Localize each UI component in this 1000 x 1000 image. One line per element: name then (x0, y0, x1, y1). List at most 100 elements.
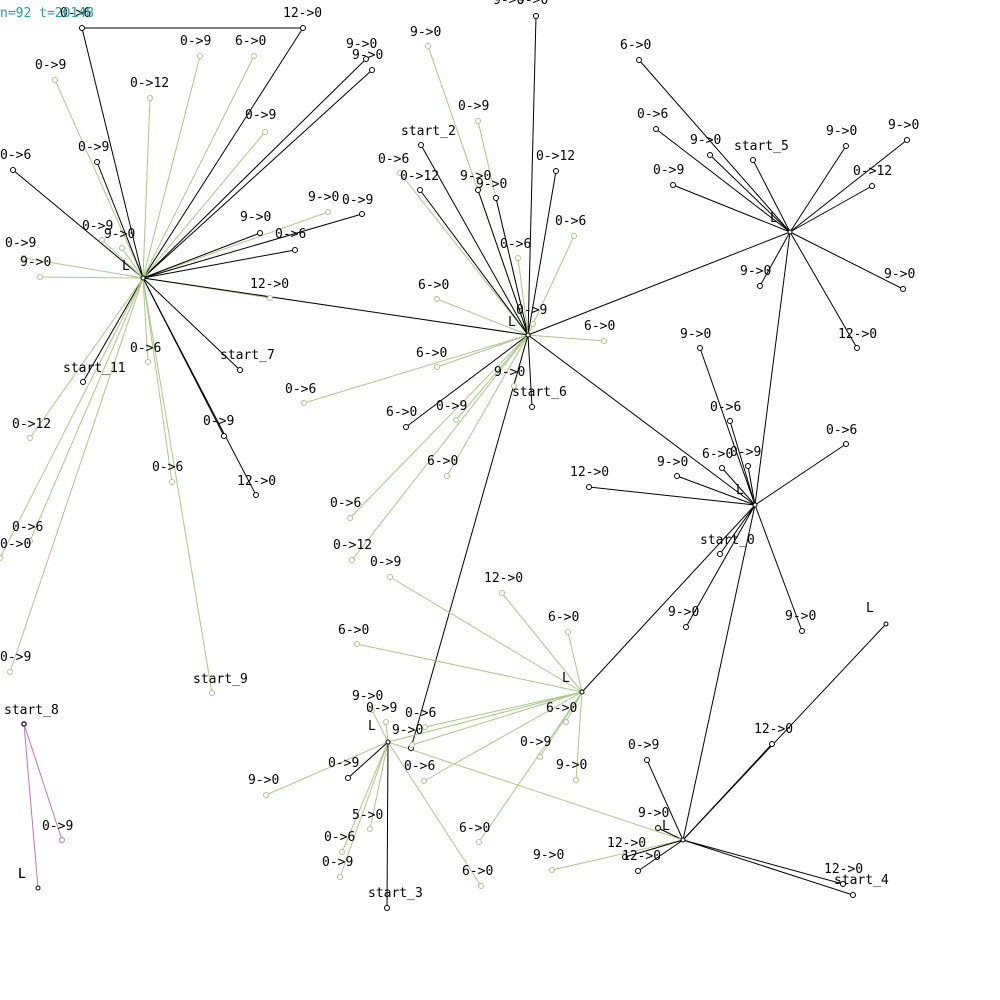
hub-node-H4[interactable] (752, 502, 758, 508)
node-e5[interactable] (622, 854, 628, 860)
node-d7[interactable] (563, 719, 569, 725)
node-d2[interactable] (499, 590, 505, 596)
node-d11[interactable] (409, 742, 415, 748)
hub-node-H3[interactable] (787, 229, 793, 235)
node-a25[interactable] (253, 492, 259, 498)
node-c7[interactable] (670, 182, 676, 188)
node-c12[interactable] (697, 345, 703, 351)
node-a18[interactable] (257, 230, 263, 236)
node-b10[interactable] (571, 233, 577, 239)
node-a22[interactable] (145, 359, 151, 365)
hub-node-H9[interactable] (35, 885, 41, 891)
node-b4[interactable] (418, 142, 424, 148)
node-c8[interactable] (869, 183, 875, 189)
node-c5[interactable] (843, 143, 849, 149)
node-e2[interactable] (644, 757, 650, 763)
node-a30[interactable] (27, 435, 33, 441)
node-a16[interactable] (325, 209, 331, 215)
node-b2[interactable] (425, 43, 431, 49)
node-a24[interactable] (221, 433, 227, 439)
node-e1[interactable] (655, 825, 661, 831)
node-c16[interactable] (745, 463, 751, 469)
node-a23[interactable] (237, 367, 243, 373)
hub-node-H5[interactable] (579, 689, 585, 695)
hub-node-H6[interactable] (385, 739, 391, 745)
node-c21[interactable] (683, 624, 689, 630)
node-a17[interactable] (359, 211, 365, 217)
node-a14[interactable] (37, 274, 43, 280)
node-b23[interactable] (349, 557, 355, 563)
node-e6[interactable] (635, 868, 641, 874)
node-d9[interactable] (537, 754, 543, 760)
node-b22[interactable] (347, 515, 353, 521)
node-c10[interactable] (900, 286, 906, 292)
node-c19[interactable] (717, 551, 723, 557)
node-c14[interactable] (843, 441, 849, 447)
node-b12[interactable] (601, 338, 607, 344)
node-a2[interactable] (300, 25, 306, 31)
node-a10[interactable] (10, 167, 16, 173)
node-b15[interactable] (434, 364, 440, 370)
node-c13[interactable] (727, 418, 733, 424)
node-b19[interactable] (403, 424, 409, 430)
node-d12[interactable] (345, 775, 351, 781)
node-b21[interactable] (444, 473, 450, 479)
node-a12[interactable] (119, 245, 125, 251)
node-a33[interactable] (59, 837, 65, 843)
node-a9[interactable] (94, 159, 100, 165)
node-c2[interactable] (653, 126, 659, 132)
node-d5[interactable] (383, 719, 389, 725)
node-d17[interactable] (337, 874, 343, 880)
node-c6[interactable] (904, 137, 910, 143)
node-c18[interactable] (586, 484, 592, 490)
node-d16[interactable] (476, 839, 482, 845)
hub-node-H7[interactable] (680, 837, 686, 843)
node-c3[interactable] (707, 152, 713, 158)
node-a7[interactable] (363, 56, 369, 62)
node-c11[interactable] (854, 345, 860, 351)
node-a3[interactable] (197, 53, 203, 59)
node-d14[interactable] (367, 826, 373, 832)
node-c20[interactable] (799, 628, 805, 634)
node-d18[interactable] (384, 905, 390, 911)
node-b7[interactable] (417, 187, 423, 193)
hub-node-H10[interactable] (883, 621, 889, 627)
node-b8[interactable] (475, 187, 481, 193)
node-c1[interactable] (636, 57, 642, 63)
node-a28[interactable] (7, 669, 13, 675)
node-a19[interactable] (292, 247, 298, 253)
node-e8[interactable] (850, 892, 856, 898)
hub-node-H1[interactable] (140, 275, 146, 281)
node-d3[interactable] (354, 641, 360, 647)
node-b14[interactable] (434, 296, 440, 302)
node-c4[interactable] (750, 157, 756, 163)
node-b5[interactable] (553, 168, 559, 174)
node-d19[interactable] (339, 849, 345, 855)
node-b17[interactable] (529, 404, 535, 410)
node-d6[interactable] (422, 724, 428, 730)
node-a8[interactable] (369, 67, 375, 73)
node-d1[interactable] (387, 574, 393, 580)
node-a26[interactable] (169, 479, 175, 485)
node-a13[interactable] (21, 255, 27, 261)
node-a5[interactable] (52, 77, 58, 83)
node-a4[interactable] (251, 53, 257, 59)
node-a6[interactable] (147, 95, 153, 101)
node-b11[interactable] (515, 255, 521, 261)
node-b18[interactable] (301, 400, 307, 406)
node-d4[interactable] (565, 629, 571, 635)
node-e7[interactable] (840, 881, 846, 887)
hub-node-H8[interactable] (21, 721, 27, 727)
node-c9[interactable] (757, 283, 763, 289)
node-e4[interactable] (549, 867, 555, 873)
node-d15[interactable] (421, 778, 427, 784)
node-d20[interactable] (478, 883, 484, 889)
node-d13[interactable] (263, 792, 269, 798)
node-a20[interactable] (267, 295, 273, 301)
hub-node-H2[interactable] (525, 332, 531, 338)
node-b20[interactable] (453, 417, 459, 423)
node-b13[interactable] (530, 321, 536, 327)
node-c17[interactable] (674, 473, 680, 479)
node-a11[interactable] (99, 237, 105, 243)
node-a29[interactable] (27, 538, 33, 544)
